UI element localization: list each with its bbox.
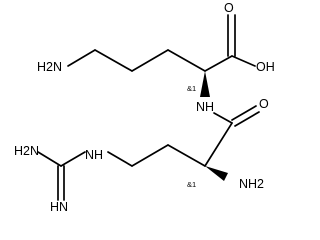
atom-nh2-alpha: NH2	[239, 177, 264, 191]
wedge-bond	[200, 71, 210, 97]
atom-oh: OH	[256, 60, 275, 74]
bond-c-calpha	[167, 49, 206, 72]
bond-c-c	[94, 49, 133, 72]
stereo-descriptors: &1 &1	[187, 84, 196, 189]
bond-ccarboxyl-oh	[231, 55, 256, 67]
bond-calpha-c	[167, 144, 206, 167]
atom-o-top: O	[224, 1, 234, 15]
atom-nh-amide: NH	[196, 100, 214, 114]
stereo-label-top: &1	[187, 84, 196, 93]
bond-c-o-amide	[231, 105, 257, 121]
atom-h2n-left: H2N	[37, 60, 62, 74]
atom-hn-guan: HN	[50, 200, 68, 214]
bond-c-c	[131, 49, 169, 72]
bond-cguan-h2n	[37, 151, 62, 167]
molecule-structure: O OH H2N NH O H2N NH HN NH2 &1 &1	[14, 1, 275, 214]
wedge-bond-2	[205, 166, 228, 181]
bond-calpha-ccarboxyl	[204, 55, 233, 72]
atom-nh-guan: NH	[85, 148, 103, 162]
bond-c-c	[131, 144, 169, 167]
bond-n-c	[67, 49, 96, 67]
atom-h2n-guan: H2N	[14, 144, 39, 158]
bond-c-o-amide	[234, 111, 260, 127]
bonds	[37, 14, 260, 201]
bond-camide-calpha	[204, 122, 233, 167]
bond-c-c	[107, 151, 133, 167]
atom-o-amide: O	[259, 97, 269, 111]
bond-nh-camide	[213, 112, 233, 124]
atom-labels: O OH H2N NH O H2N NH HN NH2	[14, 1, 275, 214]
stereo-label-bottom: &1	[187, 180, 196, 189]
bond-nh-cguan	[60, 151, 86, 167]
